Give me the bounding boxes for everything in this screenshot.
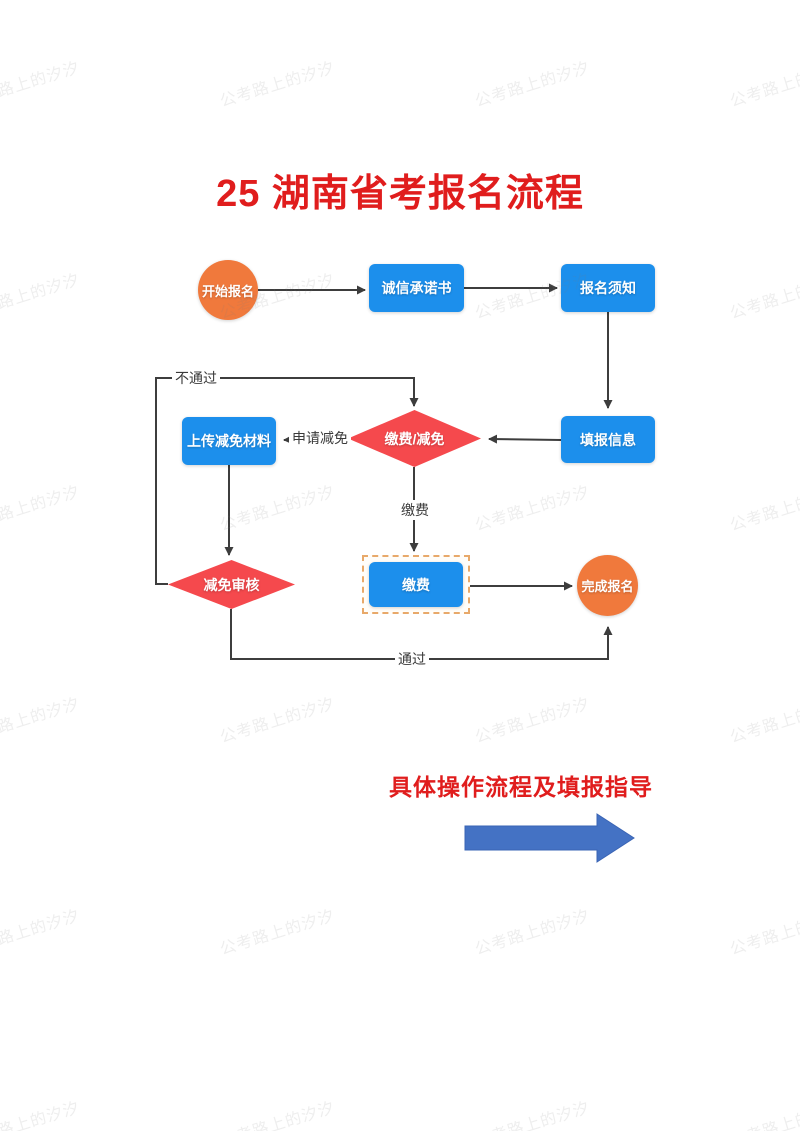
flow-node-upload-waiver-materials: 上传减免材料 <box>182 417 276 465</box>
edge-label-not-pass: 不通过 <box>172 368 220 388</box>
flow-node-label: 诚信承诺书 <box>381 280 452 296</box>
footer-headline: 具体操作流程及填报指导 <box>389 774 653 800</box>
edge-label-pass: 通过 <box>395 649 429 669</box>
flow-node-registration-notice: 报名须知 <box>561 264 655 312</box>
flow-node-label: 填报信息 <box>580 431 636 448</box>
flow-node-label: 缴费/减免 <box>384 430 445 447</box>
page-title: 25 湖南省考报名流程 <box>216 173 584 215</box>
flow-node-label: 缴费 <box>402 576 430 593</box>
flow-node-label: 上传减免材料 <box>187 433 271 449</box>
edge-label-apply-waiver: 申请减免 <box>289 428 351 448</box>
flow-node-label: 完成报名 <box>581 579 634 594</box>
flow-node-fill-information: 填报信息 <box>561 416 655 463</box>
flow-node-label: 报名须知 <box>580 280 636 296</box>
flow-node-pay-selection-border: 缴费 <box>362 555 470 614</box>
flow-node-finish: 完成报名 <box>577 555 638 616</box>
flow-node-integrity-pledge: 诚信承诺书 <box>369 264 464 312</box>
flow-node-label: 减免审核 <box>203 576 260 593</box>
flow-node-start: 开始报名 <box>198 260 258 320</box>
edge-label-pay: 缴费 <box>398 500 432 520</box>
flow-node-label: 开始报名 <box>201 283 254 299</box>
flow-node-pay: 缴费 <box>369 562 463 607</box>
big-blue-arrow <box>464 813 635 863</box>
